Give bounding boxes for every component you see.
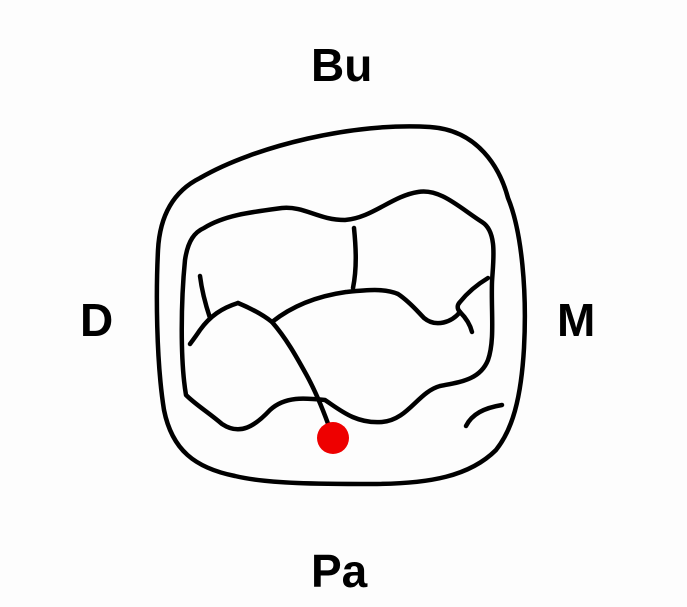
mesial-groove-branch-lower (457, 309, 475, 335)
mesial-label: M (557, 294, 596, 346)
occlusal-table-outline (179, 189, 496, 432)
crown-outline (154, 124, 528, 487)
marker-dot (317, 422, 349, 454)
palatal-groove (269, 319, 334, 435)
palatal-label: Pa (311, 545, 368, 597)
distal-groove-branch (187, 273, 241, 347)
mesio-palatal-groove (463, 402, 505, 429)
distal-label: D (80, 294, 114, 346)
oblique-groove (235, 287, 463, 326)
mesial-groove-branch-upper (455, 275, 491, 315)
central-groove-upper (350, 225, 358, 291)
buccal-label: Bu (311, 39, 373, 91)
